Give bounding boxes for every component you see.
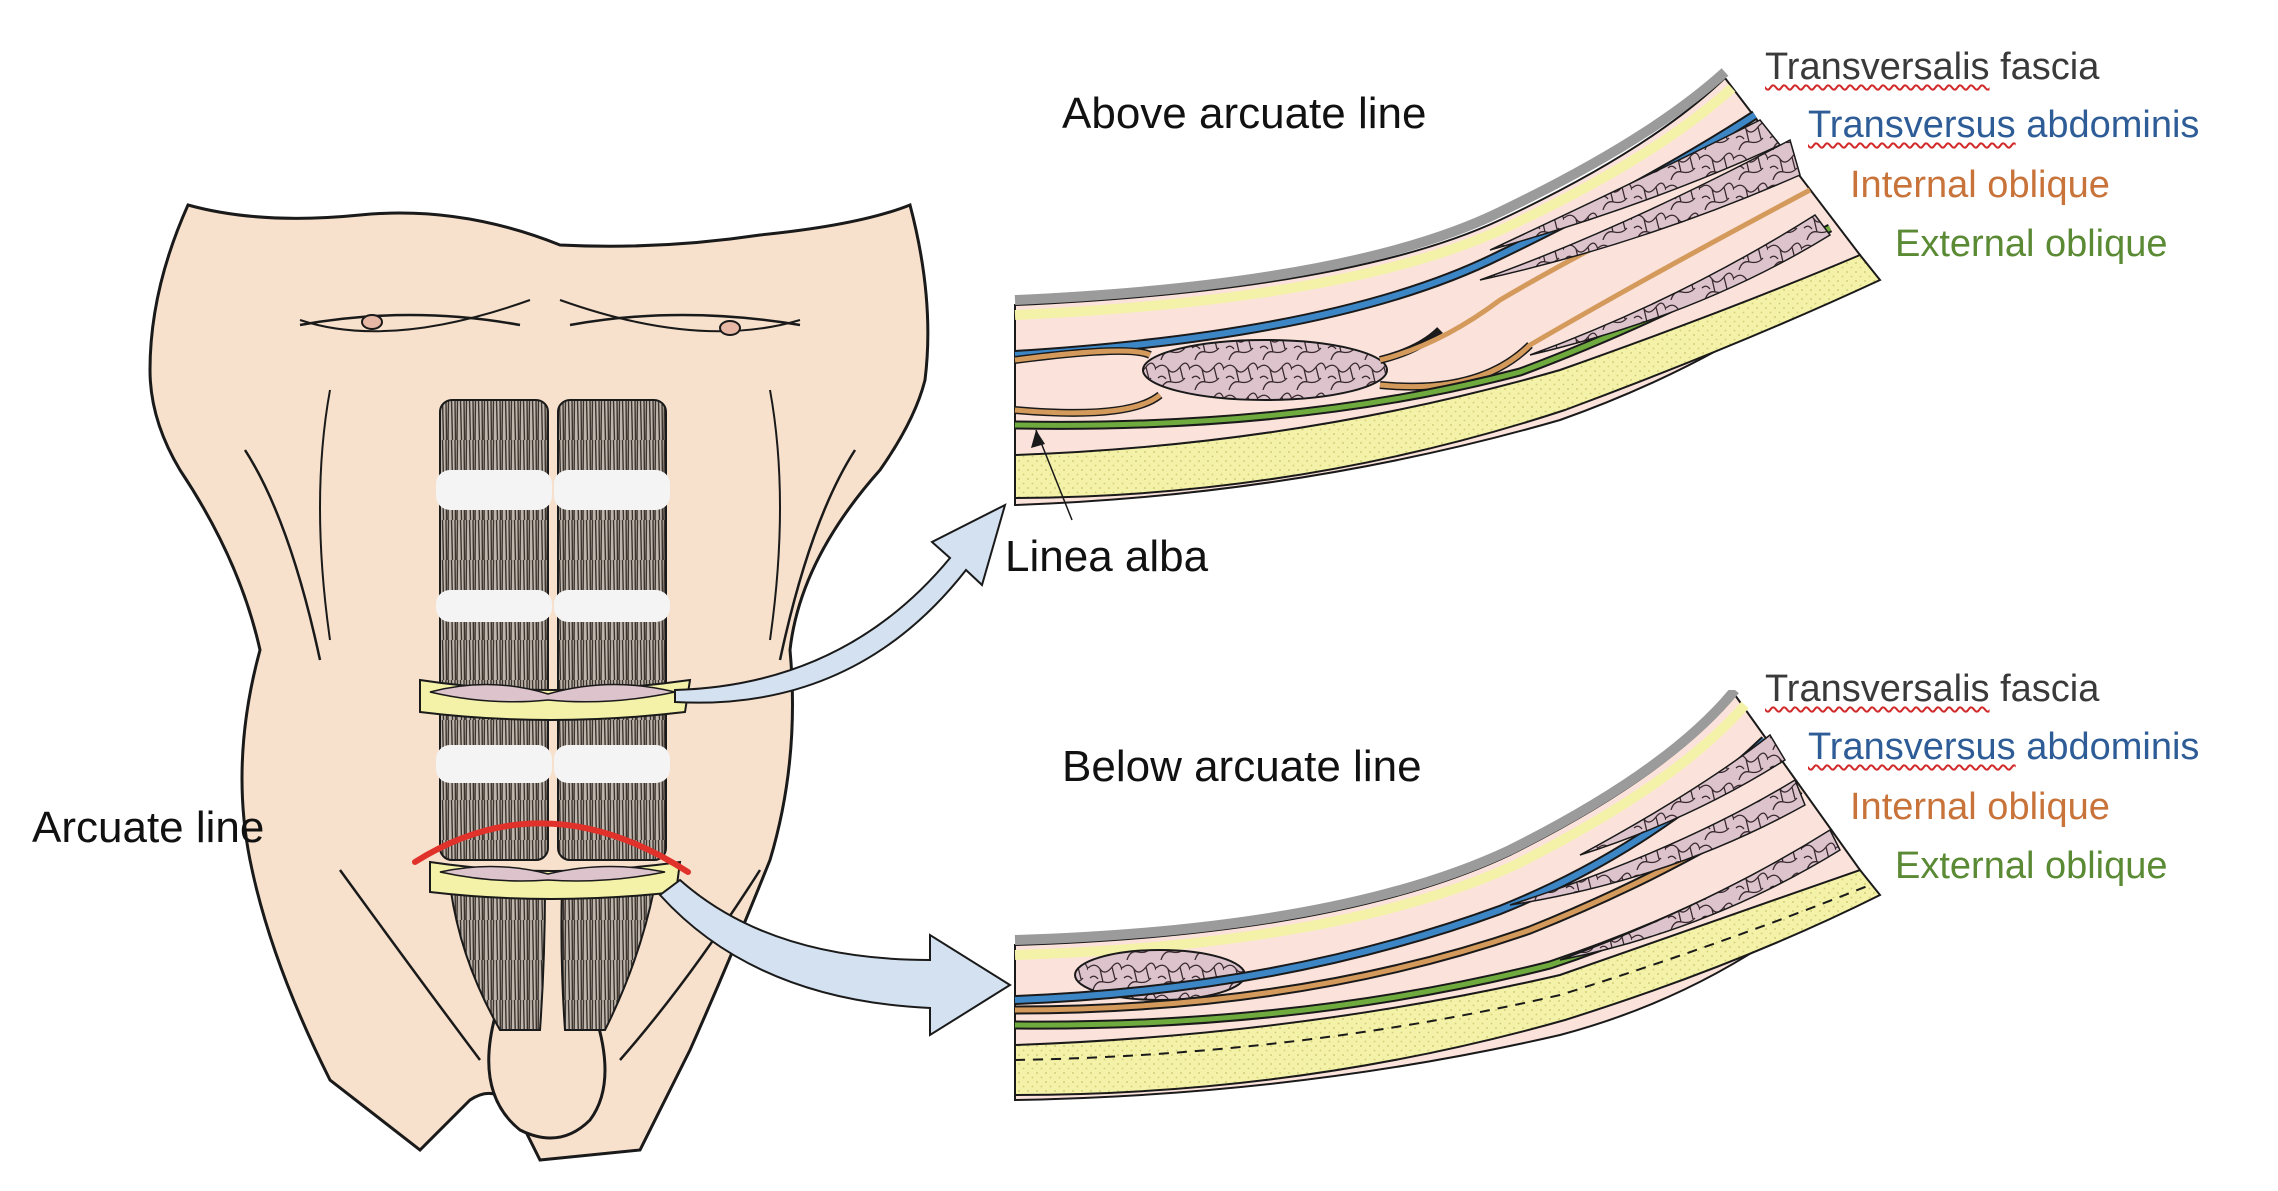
label-transversus-abdominis-below: Transversus abdominis <box>1808 728 2199 766</box>
transversalis-word: Transversalis <box>1765 46 1990 88</box>
torso-section-lower <box>429 860 682 900</box>
abdominis-word: abdominis <box>2015 726 2200 768</box>
below-arcuate-title: Below arcuate line <box>1062 742 1422 791</box>
cross-section-below <box>1014 690 1882 1102</box>
torso-section-upper <box>419 678 692 721</box>
above-arcuate-title: Above arcuate line <box>1062 89 1427 138</box>
label-transversalis-fascia-above: Transversalis fascia <box>1765 48 2099 86</box>
cross-section-above <box>1014 68 1882 507</box>
label-external-oblique-above: External oblique <box>1895 223 2168 265</box>
external-oblique-muscle-below <box>1559 828 1841 961</box>
linea-alba-label: Linea alba <box>1005 532 1209 581</box>
arcuate-line-marker <box>412 820 691 875</box>
transversus-word: Transversus <box>1808 726 2016 768</box>
rectus-abdominis <box>436 399 670 1031</box>
transversus-word: Transversus <box>1808 104 2016 146</box>
label-internal-oblique-below: Internal oblique <box>1850 786 2110 828</box>
left-nipple <box>361 314 383 330</box>
label-internal-oblique-above: Internal oblique <box>1850 164 2110 206</box>
arrow-to-above-section <box>674 503 1007 704</box>
arcuate-line-label: Arcuate line <box>32 803 265 852</box>
fascia-word: fascia <box>1989 46 2100 88</box>
transversus-muscle-above <box>1489 119 1782 251</box>
torso-illustration <box>148 202 930 1162</box>
fascia-word: fascia <box>1989 668 2100 710</box>
transversus-muscle-below <box>1579 733 1787 856</box>
label-transversalis-fascia-below: Transversalis fascia <box>1765 670 2099 708</box>
external-oblique-muscle-above <box>1529 213 1832 356</box>
arrow-to-below-section <box>658 878 1012 1037</box>
section-above-fat <box>1014 253 1882 500</box>
linea-alba-pointer <box>1035 429 1073 521</box>
internal-oblique-muscle-below <box>1509 778 1806 906</box>
transversalis-word: Transversalis <box>1765 668 1990 710</box>
label-external-oblique-below: External oblique <box>1895 845 2168 887</box>
internal-oblique-layer-above <box>1014 147 1812 416</box>
label-transversus-abdominis-above: Transversus abdominis <box>1808 106 2199 144</box>
section-below-fat <box>1014 868 1882 1097</box>
abdominis-word: abdominis <box>2015 104 2200 146</box>
scrotum <box>487 999 607 1140</box>
internal-oblique-muscle-above <box>1479 138 1801 281</box>
right-nipple <box>719 320 741 336</box>
rectus-muscle-above <box>1142 339 1388 401</box>
